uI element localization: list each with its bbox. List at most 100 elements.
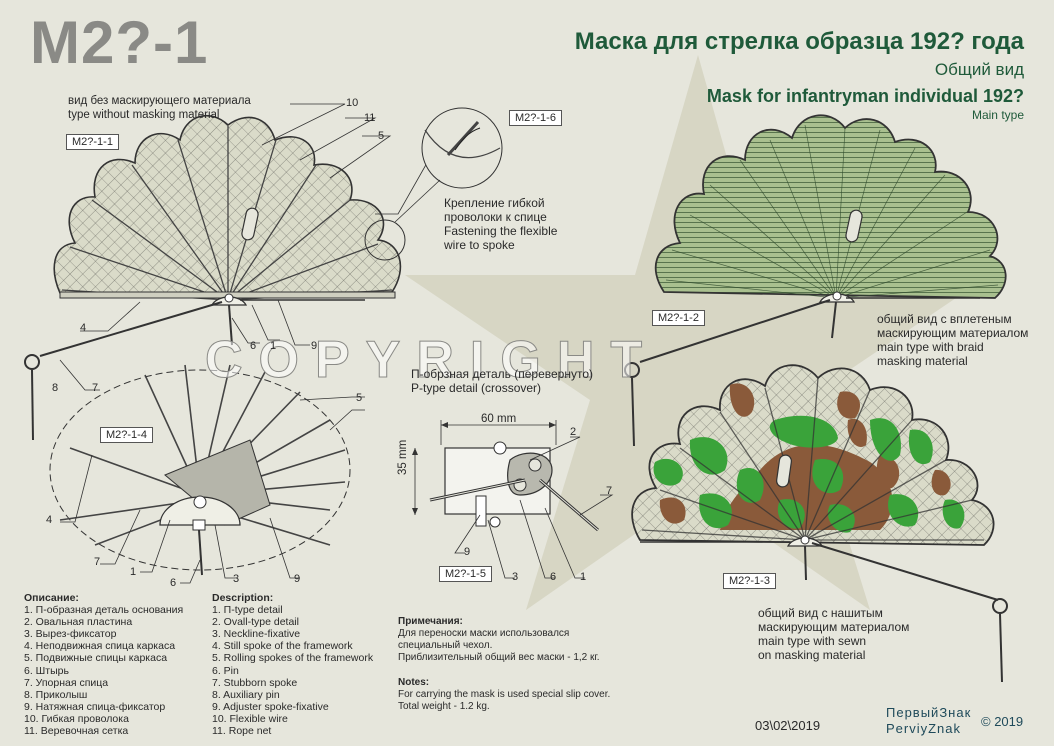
description-item: 4. Still spoke of the framework: [212, 640, 353, 653]
tag-m2-1-2: M2?-1-2: [652, 310, 705, 326]
description-item: 5. Подвижные спицы каркаса: [24, 652, 168, 665]
brand-ru: ПервыйЗнак: [886, 705, 972, 720]
drawing-date: 03\02\2019: [755, 718, 821, 733]
callout-5: 5: [378, 130, 385, 142]
title-en: Mask for infantryman individual 192?: [706, 86, 1024, 106]
description-item: 10. Гибкая проволока: [24, 712, 129, 725]
callout-8: 8: [52, 382, 59, 394]
callout-3: 3: [233, 573, 240, 585]
callout-11: 11: [364, 112, 376, 124]
callout-1: 1: [270, 340, 277, 352]
tag-m2-1-5: M2?-1-5: [439, 566, 492, 582]
caption-no-material-en: type without masking material: [68, 109, 220, 121]
description-item: 11. Веревочная сетка: [24, 725, 129, 738]
caption-fastening: Крепление гибкой проволоки к спице Faste…: [444, 196, 557, 252]
description-item: 9. Adjuster spoke-fixative: [212, 700, 329, 713]
callout-9: 9: [311, 340, 318, 352]
description-item: 9. Натяжная спица-фиксатор: [24, 700, 166, 713]
detail-fastening-zoom: [364, 107, 503, 261]
description-item: 1. П-type detail: [212, 604, 283, 617]
ptype-detail-drawing: [412, 420, 599, 532]
description-item: 7. Stubborn spoke: [212, 676, 298, 689]
caption-braid-ru-2: маскирующим материалом: [877, 326, 1029, 340]
subtitle-en: Main type: [971, 108, 1024, 122]
drawing-code: M2?-1: [30, 9, 209, 76]
callout-4: 4: [80, 322, 87, 334]
description-item: 10. Flexible wire: [212, 712, 288, 725]
callout-1-b: 1: [130, 566, 137, 578]
callout-9-b: 9: [294, 573, 301, 585]
callout-7: 7: [92, 382, 99, 394]
callout-5-b: 5: [356, 392, 363, 404]
caption-ptype: П-обрзная деталь (перевернуто) P-type de…: [411, 367, 593, 395]
notes-ru-line3: Приблизительный общий вес маски - 1,2 кг…: [398, 652, 600, 663]
callout-3-c: 3: [512, 571, 519, 583]
tag-m2-1-3: M2?-1-3: [723, 573, 776, 589]
notes-ru: Примечания: Для переноски маски использо…: [398, 616, 600, 664]
brand-logo: ПервыйЗнак PerviyZnak: [886, 705, 971, 737]
caption-sewn-en-1: main type with sewn: [758, 634, 867, 648]
description-heading: Description:: [212, 592, 274, 604]
fan-braided-drawing: [624, 114, 1007, 447]
callout-1-c: 1: [580, 571, 587, 583]
title-ru: Маска для стрелка образца 192? года: [574, 28, 1024, 55]
fan-frame-drawing: [24, 114, 402, 441]
tag-m2-1-4: M2?-1-4: [100, 427, 153, 443]
description-item: 8. Auxiliary pin: [212, 688, 280, 701]
caption-sewn-ru-1: общий вид с нашитым: [758, 606, 883, 620]
caption-ptype-en: P-type detail (crossover): [411, 381, 542, 395]
description-item: 3. Neckline-fixative: [212, 628, 301, 641]
copyright-watermark: COPYRIGHT: [204, 331, 659, 390]
caption-braid: общий вид с вплетеным маскирующим матери…: [877, 312, 1028, 368]
callout-6-b: 6: [170, 577, 177, 589]
tag-m2-1-1: M2?-1-1: [66, 134, 119, 150]
fan-mechanism-drawing: [49, 364, 351, 576]
caption-no-material: вид без маскирующего материала type with…: [68, 94, 251, 122]
dimension-width: 60 mm: [481, 413, 517, 425]
fan-camouflage-drawing: [631, 364, 1008, 683]
callout-7-c: 7: [606, 485, 613, 497]
caption-fastening-en-1: Fastening the flexible: [444, 224, 558, 238]
description-item: 5. Rolling spokes of the framework: [212, 652, 374, 665]
notes-en-line2: Total weight - 1.2 kg.: [398, 701, 490, 712]
callout-6: 6: [250, 340, 257, 352]
callout-9-c: 9: [464, 546, 471, 558]
description-item: 6. Штырь: [24, 664, 69, 677]
caption-fastening-ru-1: Крепление гибкой: [444, 196, 545, 210]
description-item: 4. Неподвижная спица каркаса: [24, 640, 176, 653]
caption-braid-ru-1: общий вид с вплетеным: [877, 312, 1012, 326]
caption-sewn-ru-2: маскирующим материалом: [758, 620, 910, 634]
callout-6-c: 6: [550, 571, 557, 583]
description-item: 6. Pin: [212, 664, 239, 677]
caption-fastening-en-2: wire to spoke: [444, 238, 515, 252]
callout-10: 10: [346, 97, 359, 109]
description-item: 11. Rope net: [212, 725, 272, 738]
callout-7-b: 7: [94, 556, 101, 568]
caption-braid-en-1: main type with braid: [877, 340, 984, 354]
caption-sewn: общий вид с нашитым маскирующим материал…: [758, 606, 909, 662]
notes-en-heading: Notes:: [398, 677, 430, 688]
callout-2: 2: [570, 426, 577, 438]
subtitle-ru: Общий вид: [934, 60, 1024, 79]
brand-en: PerviyZnak: [886, 721, 962, 736]
notes-ru-line1: Для переноски маски использовался: [398, 628, 570, 639]
description-item: 7. Упорная спица: [24, 676, 109, 689]
caption-braid-en-2: masking material: [877, 354, 968, 368]
description-item: 1. П-образная деталь основания: [24, 604, 184, 617]
notes-en-line1: For carrying the mask is used special sl…: [398, 689, 611, 700]
caption-fastening-ru-2: проволоки к спице: [444, 210, 547, 224]
description-heading: Описание:: [24, 592, 79, 604]
caption-ptype-ru: П-обрзная деталь (перевернуто): [411, 367, 594, 381]
star-watermark: [405, 55, 990, 610]
description-item: 2. Овальная пластина: [24, 616, 133, 629]
description-item: 8. Приколыш: [24, 688, 88, 701]
description-item: 2. Ovall-type detail: [212, 616, 299, 629]
notes-en: Notes: For carrying the mask is used spe…: [398, 677, 610, 713]
notes-ru-line2: специальный чехол.: [398, 640, 493, 651]
copyright-year: © 2019: [981, 714, 1024, 729]
notes-ru-heading: Примечания:: [398, 616, 463, 627]
